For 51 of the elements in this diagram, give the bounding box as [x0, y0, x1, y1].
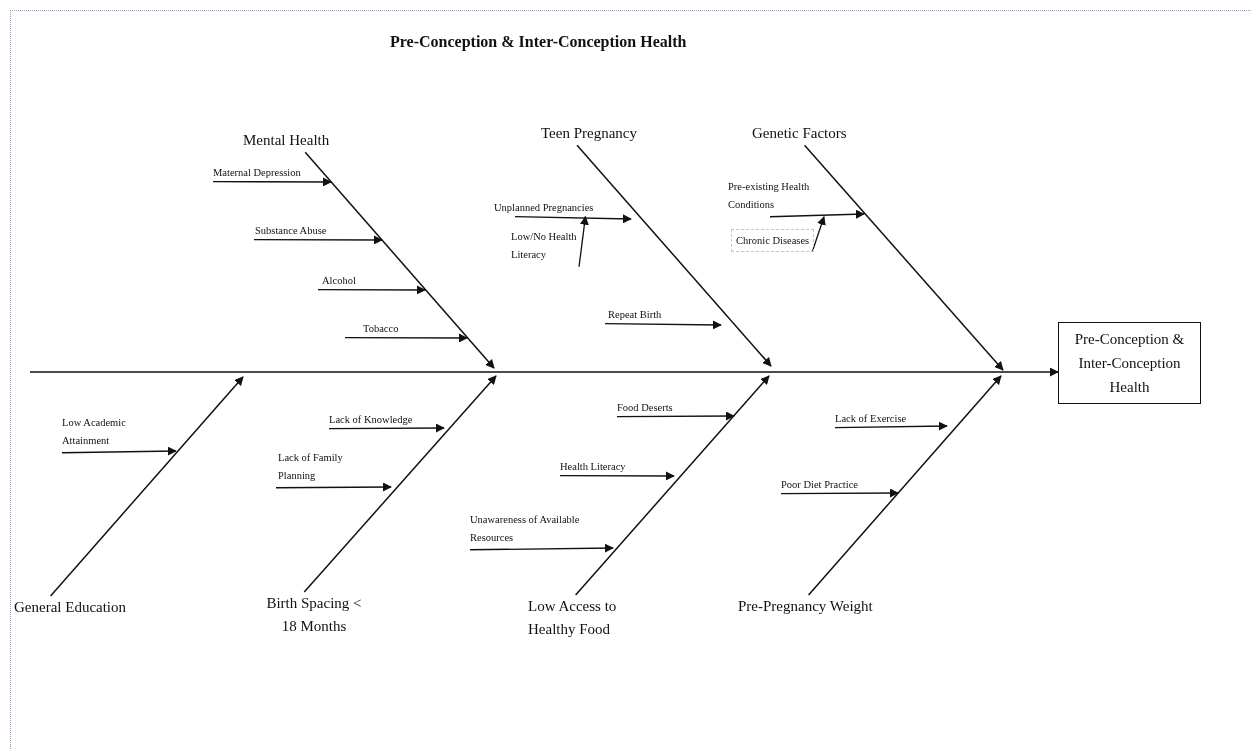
cause-arrow	[616, 411, 735, 421]
cause-label: Poor Diet Practice	[781, 478, 858, 494]
effect-box: Pre-Conception & Inter-Conception Health	[1058, 322, 1201, 404]
cause-label: Low Academic Attainment	[62, 414, 134, 453]
cause-arrow	[253, 235, 383, 245]
cause-label: Repeat Birth	[605, 308, 662, 324]
cause-arrow	[559, 471, 675, 481]
bone-arrow	[574, 375, 770, 596]
category-label: Genetic Factors	[752, 122, 847, 146]
cause-arrow	[769, 209, 865, 219]
category-label: Teen Pregnancy	[541, 122, 637, 146]
cause-arrow	[61, 446, 177, 456]
cause-box: Chronic Diseases	[731, 229, 815, 252]
cause-label: Maternal Depression	[213, 166, 301, 182]
cause-arrow	[811, 215, 826, 253]
category-label: Mental Health	[243, 129, 330, 153]
cause-label: Lack of Exercise	[835, 412, 907, 428]
category-label: Low Access to Healthy Food	[528, 595, 638, 642]
category-label: Pre-Pregnancy Weight	[738, 595, 873, 619]
bone-arrow	[304, 151, 495, 369]
cause-label: Health Literacy	[560, 460, 626, 476]
cause-arrow	[514, 214, 632, 224]
cause-arrow	[212, 177, 332, 187]
cause-label: Tobacco	[345, 322, 399, 338]
cause-label: Pre-existing Health Conditions	[728, 178, 828, 217]
cause-arrow	[469, 543, 614, 553]
bone-arrow	[576, 144, 772, 367]
cause-arrow	[344, 333, 468, 343]
cause-label: Alcohol	[318, 274, 356, 290]
category-label: General Education	[14, 596, 127, 620]
bone-arrow	[303, 375, 497, 593]
cause-arrow	[317, 285, 426, 295]
cause-label: Low/No Health Literacy	[511, 228, 581, 267]
cause-arrow	[578, 215, 589, 268]
bone-arrow	[803, 144, 1004, 371]
cause-label: Lack of Family Planning	[276, 449, 350, 488]
cause-arrow	[604, 320, 722, 330]
bone-arrow	[49, 376, 244, 597]
cause-label: Unawareness of Available Resources	[470, 511, 600, 550]
cause-arrow	[780, 488, 899, 498]
diagram-title: Pre-Conception & Inter-Conception Health	[390, 33, 687, 51]
bone-arrow	[807, 375, 1002, 596]
cause-label: Food Deserts	[617, 401, 673, 417]
cause-arrow	[328, 423, 445, 433]
spine-arrow	[29, 367, 1059, 377]
cause-arrow	[275, 482, 392, 492]
category-label: Birth Spacing < 18 Months	[266, 592, 362, 639]
cause-label: Lack of Knowledge	[329, 413, 413, 429]
cause-label: Substance Abuse	[254, 224, 327, 240]
cause-label: Unplanned Pregnancies	[494, 201, 594, 217]
cause-arrow	[834, 421, 948, 431]
